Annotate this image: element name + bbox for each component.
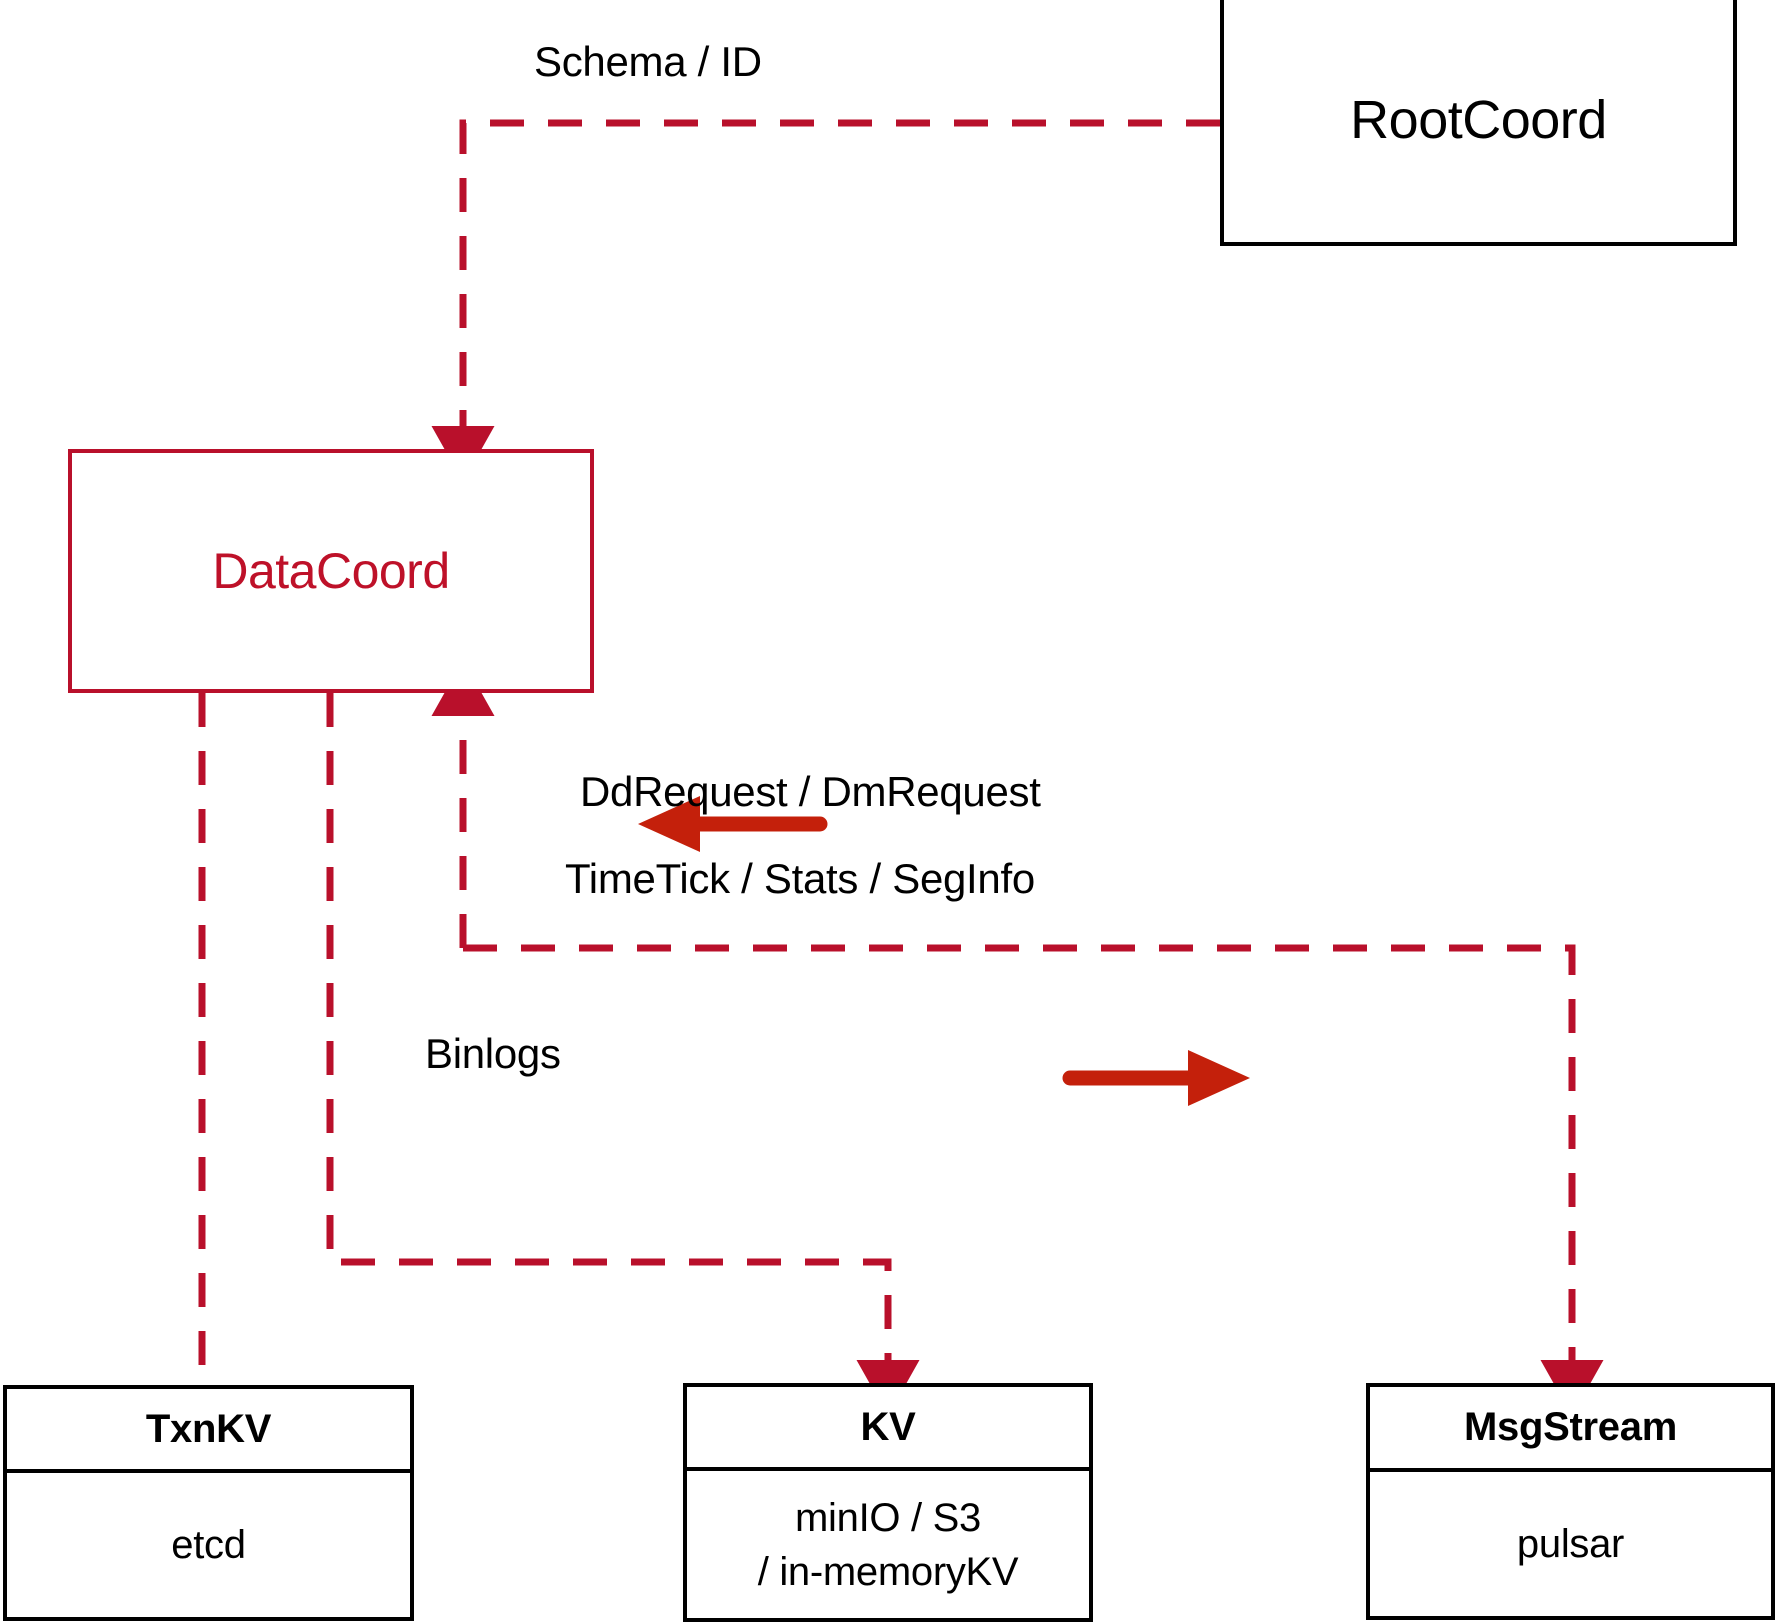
node-txnkv[interactable]: TxnKV etcd bbox=[3, 1385, 414, 1621]
node-msgstream-header: MsgStream bbox=[1370, 1387, 1771, 1472]
node-kv-line1: minIO / S3 bbox=[795, 1495, 981, 1540]
node-msgstream-line1: pulsar bbox=[1516, 1522, 1625, 1566]
node-msgstream[interactable]: MsgStream pulsar bbox=[1366, 1383, 1775, 1620]
node-datacoord[interactable]: DataCoord bbox=[68, 449, 594, 693]
edge-schema-id bbox=[431, 119, 1220, 482]
node-datacoord-label: DataCoord bbox=[212, 543, 450, 599]
node-kv-line2: / in-memoryKV bbox=[757, 1549, 1019, 1594]
node-rootcoord-label: RootCoord bbox=[1350, 90, 1607, 150]
node-msgstream-title: MsgStream bbox=[1464, 1405, 1677, 1449]
node-txnkv-body: etcd bbox=[7, 1473, 410, 1617]
node-txnkv-line1: etcd bbox=[171, 1523, 246, 1567]
node-txnkv-header: TxnKV bbox=[7, 1389, 410, 1473]
node-txnkv-title: TxnKV bbox=[145, 1406, 272, 1451]
edge-label-timetick-stats-seginfo: TimeTick / Stats / SegInfo bbox=[565, 855, 1035, 902]
node-kv-header: KV bbox=[687, 1387, 1089, 1471]
node-kv-title: KV bbox=[860, 1404, 916, 1449]
node-msgstream-body: pulsar bbox=[1370, 1472, 1771, 1616]
node-kv-body: minIO / S3 / in-memoryKV bbox=[687, 1471, 1089, 1618]
direction-arrow-right bbox=[1062, 1050, 1250, 1106]
edge-datacoord-to-msgstream bbox=[463, 944, 1604, 1416]
edge-label-binlogs: Binlogs bbox=[425, 1030, 561, 1077]
node-kv[interactable]: KV minIO / S3 / in-memoryKV bbox=[683, 1383, 1093, 1622]
edge-label-schema-id: Schema / ID bbox=[534, 38, 762, 85]
edge-label-dd-dm-request: DdRequest / DmRequest bbox=[580, 768, 1041, 815]
node-rootcoord[interactable]: RootCoord bbox=[1220, 0, 1737, 246]
